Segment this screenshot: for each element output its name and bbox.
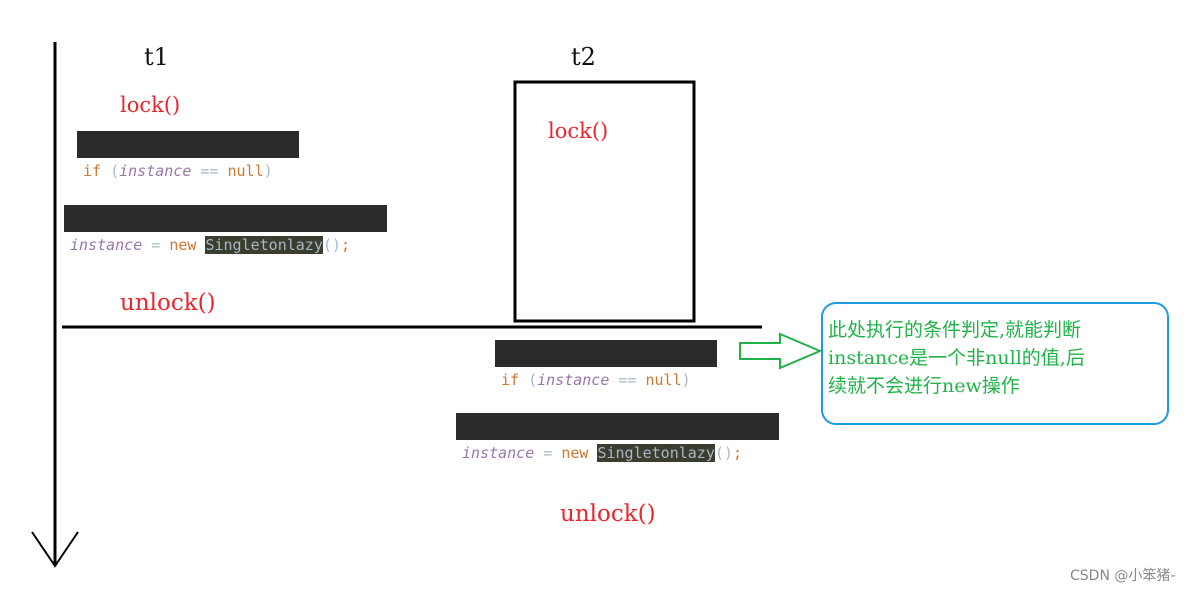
var-instance: instance	[462, 444, 535, 462]
t1-assign: instance = new Singletonlazy();	[64, 205, 387, 254]
op-eq: ==	[191, 162, 228, 180]
paren: (	[101, 162, 120, 180]
semicolon: ;	[340, 236, 350, 254]
t2-label: t2	[571, 43, 596, 71]
class-name: Singletonlazy	[597, 444, 715, 462]
op-eq: ==	[609, 371, 646, 389]
callout-box	[821, 302, 1169, 425]
t2-lock: lock()	[548, 119, 609, 143]
op-assign: =	[142, 236, 170, 254]
t2-unlock: unlock()	[560, 501, 656, 527]
green-arrow	[739, 332, 823, 370]
paren: )	[681, 371, 691, 389]
var-instance: instance	[70, 236, 143, 254]
callout-line: 续就不会进行new操作	[828, 375, 1020, 397]
kw-null: null	[645, 371, 682, 389]
kw-if: if	[83, 162, 102, 180]
kw-if: if	[501, 371, 520, 389]
time-axis-arrowhead	[31, 531, 79, 568]
paren: )	[263, 162, 273, 180]
t2-assign: instance = new Singletonlazy();	[456, 413, 779, 462]
var-instance: instance	[537, 371, 610, 389]
class-name: Singletonlazy	[205, 236, 323, 254]
t1-label: t1	[144, 43, 169, 71]
op-assign: =	[534, 444, 562, 462]
kw-new: new	[561, 444, 589, 462]
kw-null: null	[227, 162, 264, 180]
call-parens: ()	[322, 236, 341, 254]
t2-blocked-box	[513, 80, 696, 323]
var-instance: instance	[119, 162, 192, 180]
callout-text: 此处执行的条件判定,就能判断 instance是一个非null的值,后 续就不会…	[828, 316, 1164, 400]
t2-if-check: if (instance == null)	[495, 340, 717, 389]
paren: (	[519, 371, 538, 389]
callout-line: instance是一个非null的值,后	[828, 347, 1085, 369]
t1-unlock: unlock()	[120, 290, 216, 316]
callout-line: 此处执行的条件判定,就能判断	[828, 319, 1082, 341]
t1-if-check: if (instance == null)	[77, 131, 299, 180]
kw-new: new	[169, 236, 197, 254]
watermark: CSDN @小笨猪-	[1070, 568, 1176, 584]
t1-lock: lock()	[120, 93, 181, 117]
semicolon: ;	[732, 444, 742, 462]
call-parens: ()	[714, 444, 733, 462]
